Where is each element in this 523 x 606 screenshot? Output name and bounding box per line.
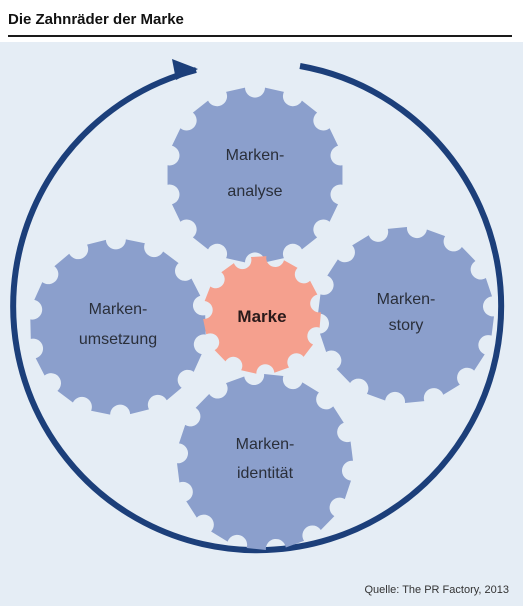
diagram-title: Die Zahnräder der Marke [8, 11, 184, 28]
gear-right-label-line1: Marken- [377, 291, 436, 308]
gear-top-label-line1: Marken- [226, 147, 285, 164]
cycle-arrowhead-icon [172, 59, 198, 80]
title-rule [8, 35, 512, 37]
title-bar: Die Zahnräder der Marke [0, 0, 523, 42]
gear-left-label-line1: Marken- [89, 301, 148, 318]
gear-bottom-label-line1: Marken- [236, 436, 295, 453]
gear-bottom-label-line2: identität [237, 465, 294, 482]
gear-markenanalyse [167, 87, 343, 263]
core-label: Marke [237, 307, 286, 326]
gear-markenidentitaet [177, 374, 353, 550]
gear-left-label-line2: umsetzung [79, 331, 157, 348]
gear-markenumsetzung [30, 239, 206, 415]
gear-diagram: Marken- analyse Marken- umsetzung Marken… [10, 59, 505, 554]
cycle-arrow [10, 63, 505, 554]
source-note: Quelle: The PR Factory, 2013 [364, 584, 510, 596]
gear-right-label-line2: story [389, 317, 424, 334]
gear-markenstory [318, 227, 494, 403]
gear-marke-core [203, 256, 321, 374]
gear-top-label-line2: analyse [227, 183, 282, 200]
